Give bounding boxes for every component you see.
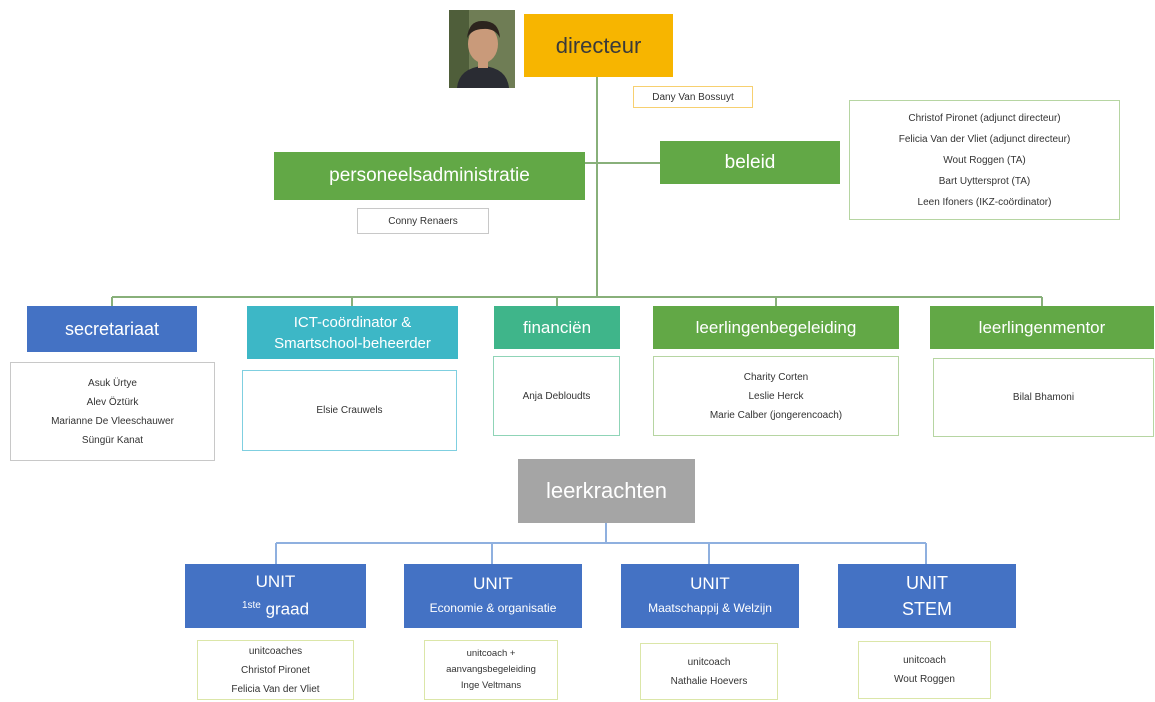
unit-3-box: UNIT Maatschappij & Welzijn [621, 564, 799, 628]
unit-4-box: UNIT STEM [838, 564, 1016, 628]
teachers-box: leerkrachten [518, 459, 695, 523]
unit-4-line1: UNIT [906, 573, 948, 593]
unit-4-members-box: unitcoach Wout Roggen [858, 641, 991, 699]
unit-1-line1: UNIT [255, 572, 296, 592]
dept-member: Asuk Ürtye [88, 377, 137, 389]
dept-member: Charity Corten [743, 371, 809, 383]
policy-label: beleid [724, 151, 776, 173]
dept-member: Marianne De Vleeschauwer [51, 415, 174, 427]
director-photo [449, 10, 515, 88]
unit-3-line2: Maatschappij & Welzijn [648, 601, 772, 615]
leerlingenmentor-label: leerlingenmentor [978, 317, 1106, 337]
policy-box: beleid [660, 141, 840, 184]
dept-member: Bilal Bhamoni [1012, 392, 1075, 403]
financien-members-box: Anja Debloudts [493, 356, 620, 436]
director-name: Dany Van Bossuyt [652, 91, 734, 103]
policy-members-box: Christof Pironet (adjunct directeur) Fel… [849, 100, 1120, 220]
director-label: directeur [555, 32, 642, 58]
unit-1-grade: graad [260, 599, 310, 619]
unit-2-box: UNIT Economie & organisatie [404, 564, 582, 628]
ict-label-line1: ICT-coördinator & [293, 313, 412, 331]
unit-3-members-box: unitcoach Nathalie Hoevers [640, 643, 778, 700]
personnel-name: Conny Renaers [388, 215, 458, 227]
unit-member: unitcoach [903, 655, 946, 666]
leerlingenmentor-box: leerlingenmentor [930, 306, 1154, 349]
unit-1-grade-sup: 1ste [241, 600, 261, 612]
unit-3-line1: UNIT [690, 574, 730, 593]
secretariaat-box: secretariaat [27, 306, 197, 352]
dept-member: Alev Öztürk [86, 396, 139, 408]
unit-member: Wout Roggen [894, 674, 955, 685]
unit-member: aanvangsbegeleiding [446, 664, 536, 675]
ict-members-box: Elsie Crauwels [242, 370, 457, 451]
director-name-box: Dany Van Bossuyt [633, 86, 753, 108]
director-box: directeur [524, 14, 673, 77]
person-portrait-icon [449, 10, 515, 88]
policy-member: Felicia Van der Vliet (adjunct directeur… [898, 133, 1071, 145]
policy-member: Bart Uyttersprot (TA) [938, 175, 1031, 187]
dept-member: Leslie Herck [748, 390, 804, 402]
unit-2-members-box: unitcoach + aanvangsbegeleiding Inge Vel… [424, 640, 558, 700]
dept-member: Anja Debloudts [522, 390, 591, 402]
secretariaat-label: secretariaat [64, 318, 160, 339]
leerlingenbegeleiding-members-box: Charity Corten Leslie Herck Marie Calber… [653, 356, 899, 436]
financien-box: financiën [494, 306, 620, 349]
personnel-name-box: Conny Renaers [357, 208, 489, 234]
teachers-label: leerkrachten [545, 478, 668, 503]
unit-member: unitcoaches [248, 645, 303, 657]
policy-member: Leen Ifoners (IKZ-coördinator) [917, 196, 1052, 208]
unit-2-line2: Economie & organisatie [429, 601, 557, 615]
dept-member: Marie Calber (jongerencoach) [709, 409, 843, 421]
unit-member: Nathalie Hoevers [670, 675, 748, 687]
unit-4-line2: STEM [901, 599, 952, 619]
leerlingenbegeleiding-box: leerlingenbegeleiding [653, 306, 899, 349]
policy-member: Christof Pironet (adjunct directeur) [908, 112, 1061, 124]
unit-1-members-box: unitcoaches Christof Pironet Felicia Van… [197, 640, 354, 700]
personnel-label: personeelsadministratie [329, 165, 530, 186]
ict-label-line2: Smartschool-beheerder [274, 334, 431, 352]
secretariaat-members-box: Asuk Ürtye Alev Öztürk Marianne De Vlees… [10, 362, 215, 461]
leerlingenbegeleiding-label: leerlingenbegeleiding [695, 317, 857, 337]
unit-2-line1: UNIT [473, 574, 513, 593]
financien-label: financiën [522, 317, 592, 337]
unit-member: Inge Veltmans [460, 680, 522, 691]
unit-1-line2: 1ste graad [242, 594, 309, 622]
ict-box: ICT-coördinator & Smartschool-beheerder [247, 306, 458, 359]
unit-member: Felicia Van der Vliet [231, 683, 320, 695]
unit-member: unitcoach + [466, 648, 516, 659]
dept-member: Süngür Kanat [81, 434, 144, 446]
policy-member: Wout Roggen (TA) [943, 154, 1026, 166]
unit-member: unitcoach [687, 656, 731, 668]
unit-1-box: UNIT 1ste graad [185, 564, 366, 628]
personnel-box: personeelsadministratie [274, 152, 585, 200]
unit-member: Christof Pironet [241, 664, 310, 676]
leerlingenmentor-members-box: Bilal Bhamoni [933, 358, 1154, 437]
dept-member: Elsie Crauwels [316, 405, 383, 416]
